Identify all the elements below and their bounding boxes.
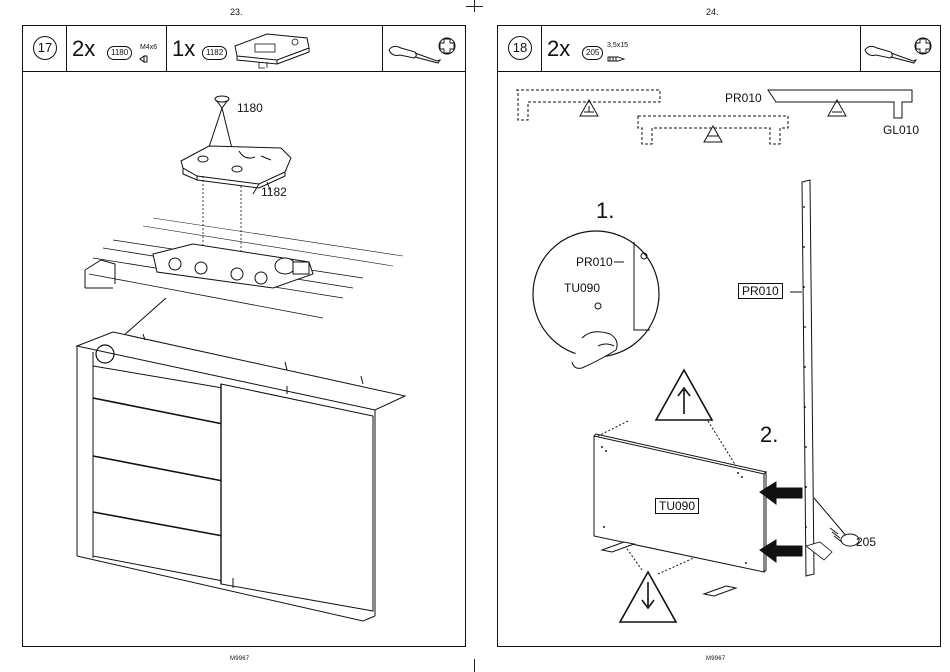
rail-label-gl010: GL010 bbox=[883, 124, 919, 136]
screw-label: 205 bbox=[856, 536, 876, 548]
substep-2: 2. bbox=[760, 422, 778, 448]
detail-label-pr010: PR010 bbox=[576, 256, 613, 268]
crop-mark bbox=[474, 659, 475, 672]
detail-label-tu090: TU090 bbox=[564, 282, 600, 294]
crop-mark bbox=[466, 6, 483, 7]
instruction-panel-right: 18 2x 205 3,5x15 bbox=[497, 25, 941, 647]
plate-label: 1182 bbox=[261, 186, 287, 198]
page-number: 23. bbox=[230, 7, 243, 17]
page-number: 24. bbox=[706, 7, 719, 17]
instruction-panel-left: 17 2x 1180 M4x6 1x 1182 bbox=[22, 25, 466, 647]
page-footer: M9967 bbox=[706, 656, 725, 662]
screw-label: 1180 bbox=[237, 102, 263, 114]
page-footer: M9967 bbox=[230, 656, 249, 662]
rail-label-pr010: PR010 bbox=[725, 92, 762, 104]
side-rail-label: PR010 bbox=[738, 283, 783, 299]
substep-1: 1. bbox=[596, 198, 614, 224]
panel-label: TU090 bbox=[655, 498, 699, 514]
